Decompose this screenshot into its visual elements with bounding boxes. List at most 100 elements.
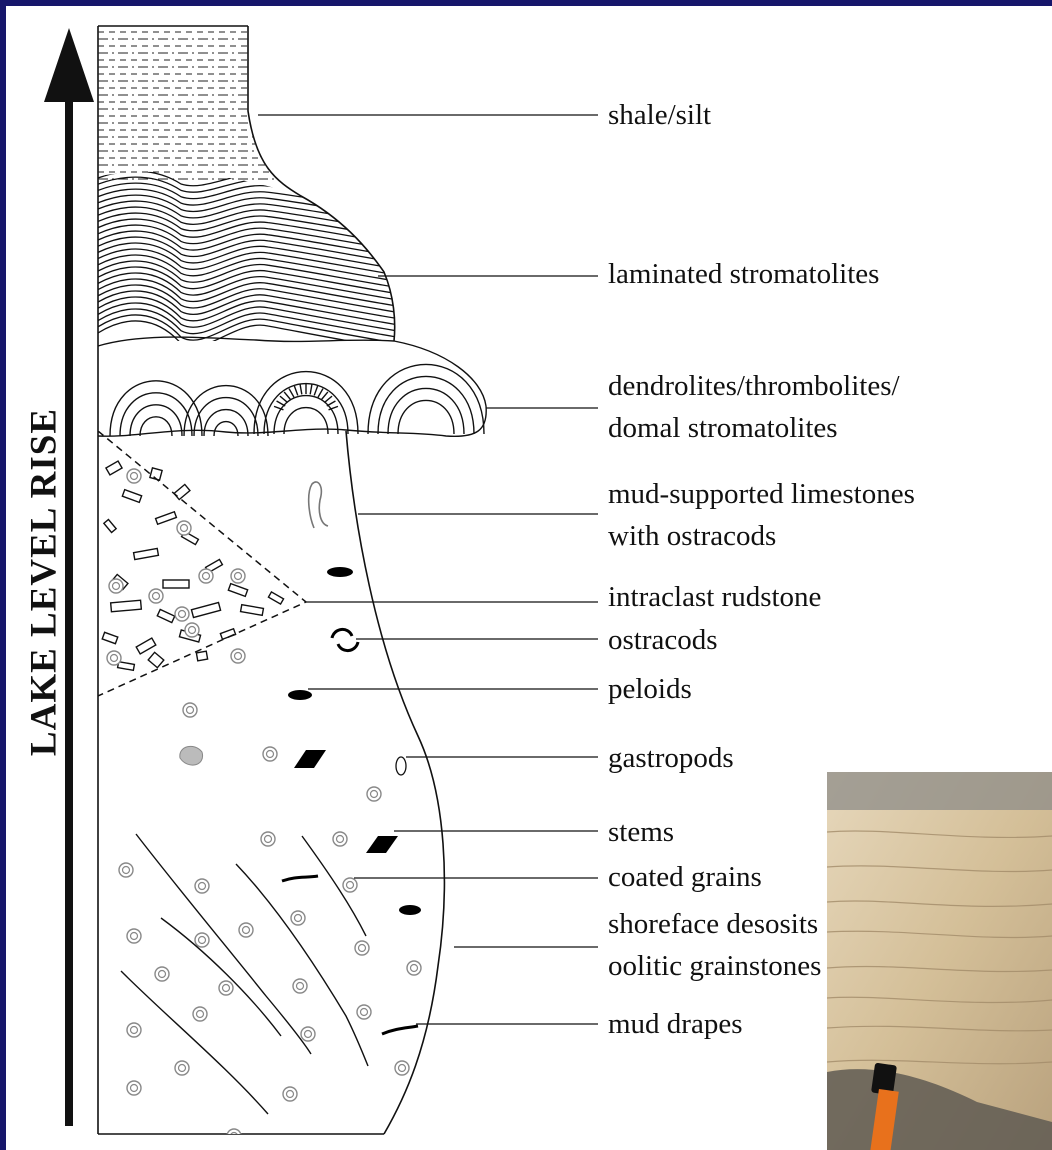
stromatolite-lamina (98, 213, 406, 239)
peloid-symbol-upper (327, 567, 353, 577)
intraclast-fragment (111, 600, 142, 612)
coated-grain (109, 579, 123, 593)
coated-grain (175, 1061, 189, 1075)
coated-grain (185, 623, 199, 637)
dome-lamina (184, 386, 268, 436)
intraclast-fragment (241, 605, 264, 616)
coated-grain (219, 981, 233, 995)
intraclast-fragment (136, 638, 156, 654)
coated-grain (231, 569, 245, 583)
label-peloids: peloids (608, 668, 692, 710)
dome-radial-tick (300, 385, 302, 395)
coated-grain (177, 521, 191, 535)
intraclast-fragment (174, 484, 190, 499)
coated-grain (301, 1027, 315, 1041)
coated-grain (149, 589, 163, 603)
coated-grain (127, 929, 141, 943)
stem-symbol-upper (294, 750, 326, 768)
intraclast-fragment (163, 580, 189, 588)
label-shale-silt: shale/silt (608, 94, 711, 136)
label-laminated-stromatolites: laminated stromatolites (608, 253, 879, 295)
label-mud-supported-line1: mud-supported limestones (608, 473, 915, 515)
coated-grain (343, 878, 357, 892)
coated-grain (263, 747, 277, 761)
intraclast-fragment (104, 519, 116, 532)
dome-radial-tick (289, 389, 294, 398)
coated-grain (183, 703, 197, 717)
label-mud-drapes: mud drapes (608, 1003, 743, 1045)
peloid-symbol-lower (399, 905, 421, 915)
dome-radial-tick (280, 396, 288, 402)
mud-drape-symbol-upper (282, 876, 318, 881)
gastropod-symbol (396, 757, 406, 775)
label-stems: stems (608, 811, 674, 853)
coated-grain (195, 879, 209, 893)
coated-grain (355, 941, 369, 955)
coated-grain (261, 832, 275, 846)
dome-radial-tick (294, 386, 297, 395)
coated-grain (107, 651, 121, 665)
dome-lamina (110, 381, 202, 436)
intraclast-fragment (157, 609, 174, 622)
dome-radial-tick (327, 401, 336, 406)
dome-radial-tick (321, 392, 327, 400)
dome-radial-tick (277, 401, 286, 406)
stem-symbol (366, 836, 398, 853)
coated-grain (395, 1061, 409, 1075)
label-ostracods: ostracods (608, 619, 718, 661)
intraclast-fragment (122, 490, 141, 503)
dome-lamina (388, 388, 464, 434)
dome-radial-tick (284, 392, 290, 400)
shale-hatching (98, 32, 306, 179)
label-dendrolites-line2: domal stromatolites (608, 407, 838, 449)
coated-grain (199, 569, 213, 583)
label-dendrolites-line1: dendrolites/thrombolites/ (608, 365, 900, 407)
label-shoreface-line2: oolitic grainstones (608, 945, 821, 987)
coated-grain (127, 469, 141, 483)
coated-grain (127, 1023, 141, 1037)
domal-stromatolites (98, 337, 486, 436)
coated-grain (239, 923, 253, 937)
intraclast-fragment (148, 652, 164, 667)
gastropod-shell-grey (180, 746, 203, 765)
intraclast-fragment (191, 603, 220, 618)
intraclast-fragment (156, 512, 177, 524)
intraclast-fragment (102, 632, 118, 643)
dome-radial-tick (324, 396, 332, 402)
coated-grain (333, 832, 347, 846)
coated-grain (127, 1081, 141, 1095)
intraclast-fragment (118, 662, 135, 671)
coated-grain (283, 1087, 297, 1101)
intraclast-fragment (196, 651, 207, 661)
coated-grain (357, 1005, 371, 1019)
coated-grain (227, 1129, 241, 1143)
coated-grain (119, 863, 133, 877)
dome-radial-tick (310, 385, 312, 395)
intraclast-fragment (268, 592, 283, 604)
coated-grain (155, 967, 169, 981)
leader-lines (258, 115, 598, 1024)
label-shoreface-line1: shoreface desosits (608, 903, 818, 945)
stromatolite-lamina (98, 225, 406, 252)
ostracod-burrow-symbol (309, 482, 328, 528)
dome-lamina (368, 364, 484, 434)
label-gastropods: gastropods (608, 737, 734, 779)
mud-drape-symbol (382, 1026, 418, 1034)
diagram-canvas: LAKE LEVEL RISE shale/silt laminated str… (6, 6, 1052, 1150)
stromatolite-lamina (98, 231, 406, 258)
dome-lamina (274, 396, 338, 434)
axis-title: LAKE LEVEL RISE (23, 408, 66, 756)
label-mud-supported-line2: with ostracods (608, 515, 776, 557)
coated-grain (193, 1007, 207, 1021)
dome-lamina (398, 400, 454, 434)
dome-lamina (214, 422, 238, 436)
coated-grain (367, 787, 381, 801)
coated-grain (407, 961, 421, 975)
peloid-symbol (288, 690, 312, 700)
outcrop-photo (827, 772, 1052, 1150)
intraclast-fragment (228, 584, 247, 597)
dome-radial-tick (314, 386, 317, 395)
coated-grain (175, 607, 189, 621)
intraclast-fragment (106, 461, 122, 475)
ostracod-symbol (332, 629, 358, 650)
